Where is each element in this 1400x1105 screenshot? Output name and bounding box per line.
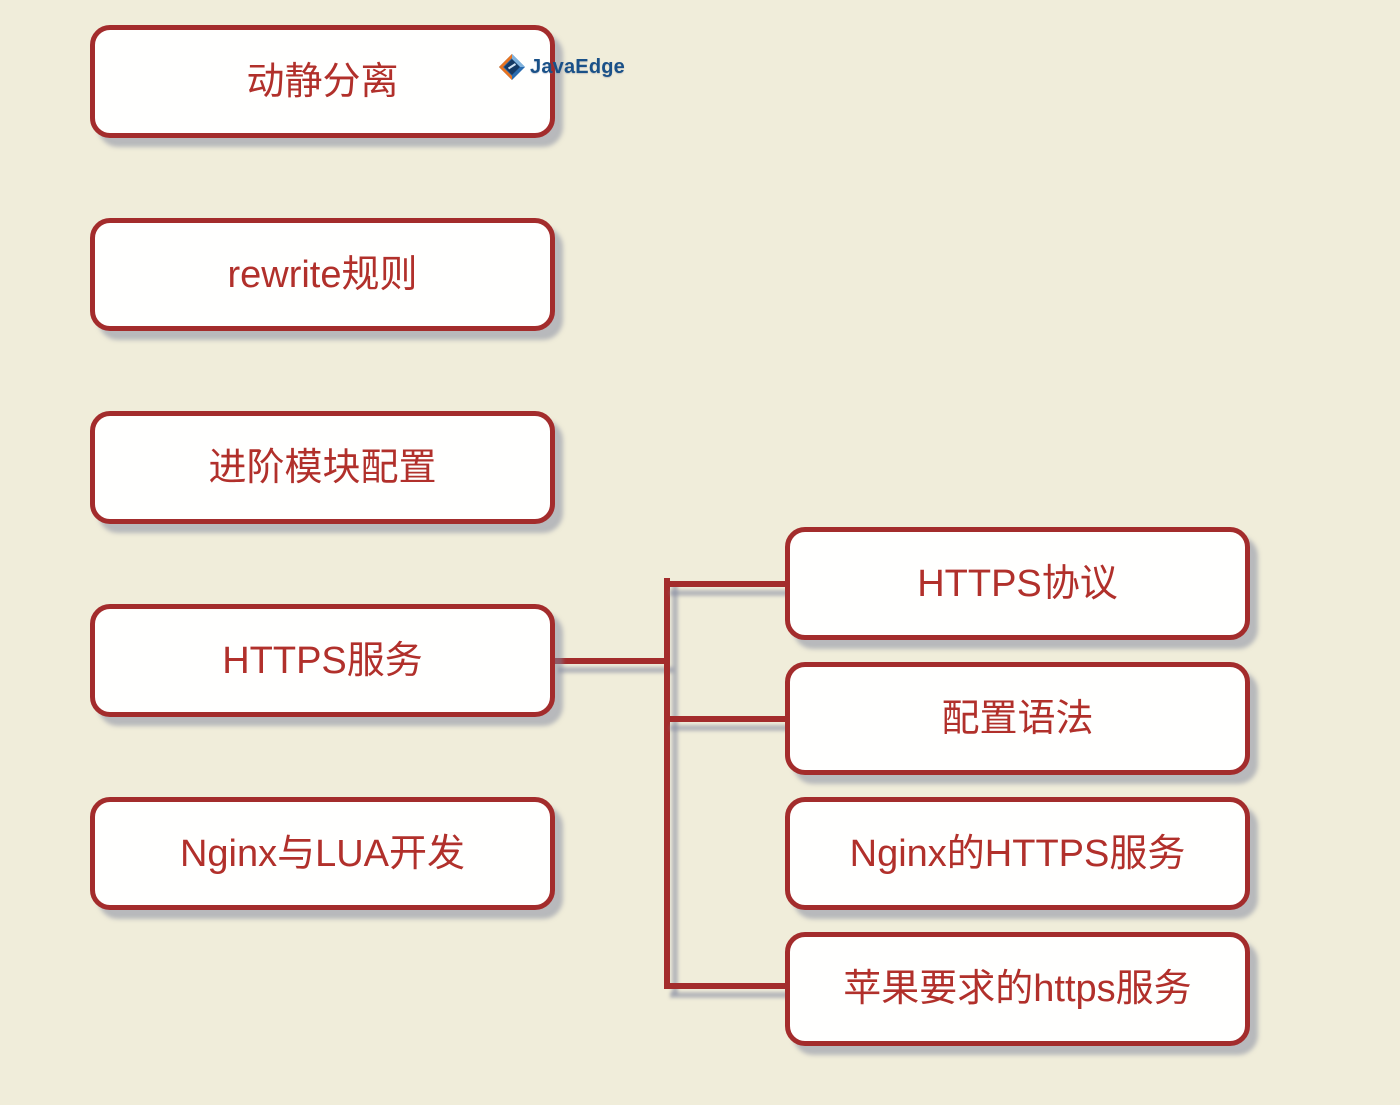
node-label: 进阶模块配置 [208, 446, 437, 489]
node-label: rewrite规则 [227, 253, 418, 296]
node-https-service: HTTPS服务 [90, 604, 555, 717]
gem-diamond-icon [499, 54, 525, 80]
node-label: HTTPS服务 [222, 639, 423, 682]
node-label: Nginx的HTTPS服务 [849, 832, 1186, 875]
node-label: Nginx与LUA开发 [179, 832, 466, 875]
node-https-protocol: HTTPS协议 [785, 527, 1250, 640]
node-nginx-https-service: Nginx的HTTPS服务 [785, 797, 1250, 910]
node-dynamic-static-separation: 动静分离 [90, 25, 555, 138]
node-apple-https-service: 苹果要求的https服务 [785, 932, 1250, 1046]
node-label: 动静分离 [246, 60, 399, 103]
connector-branch-config-syntax [664, 716, 788, 722]
connector-trunk-vertical [664, 578, 670, 989]
node-rewrite-rules: rewrite规则 [90, 218, 555, 331]
node-advanced-module-config: 进阶模块配置 [90, 411, 555, 524]
javaedge-logo-text: JavaEdge [530, 55, 625, 78]
node-label: HTTPS协议 [917, 562, 1118, 605]
javaedge-logo: JavaEdge [498, 53, 625, 81]
connector-branch-apple-https-service [664, 983, 788, 989]
node-config-syntax: 配置语法 [785, 662, 1250, 775]
node-nginx-lua-dev: Nginx与LUA开发 [90, 797, 555, 910]
connector-branch-https-protocol [664, 581, 788, 587]
node-label: 配置语法 [941, 697, 1094, 740]
connector-https-service-to-trunk [552, 658, 668, 664]
node-label: 苹果要求的https服务 [843, 968, 1192, 1010]
